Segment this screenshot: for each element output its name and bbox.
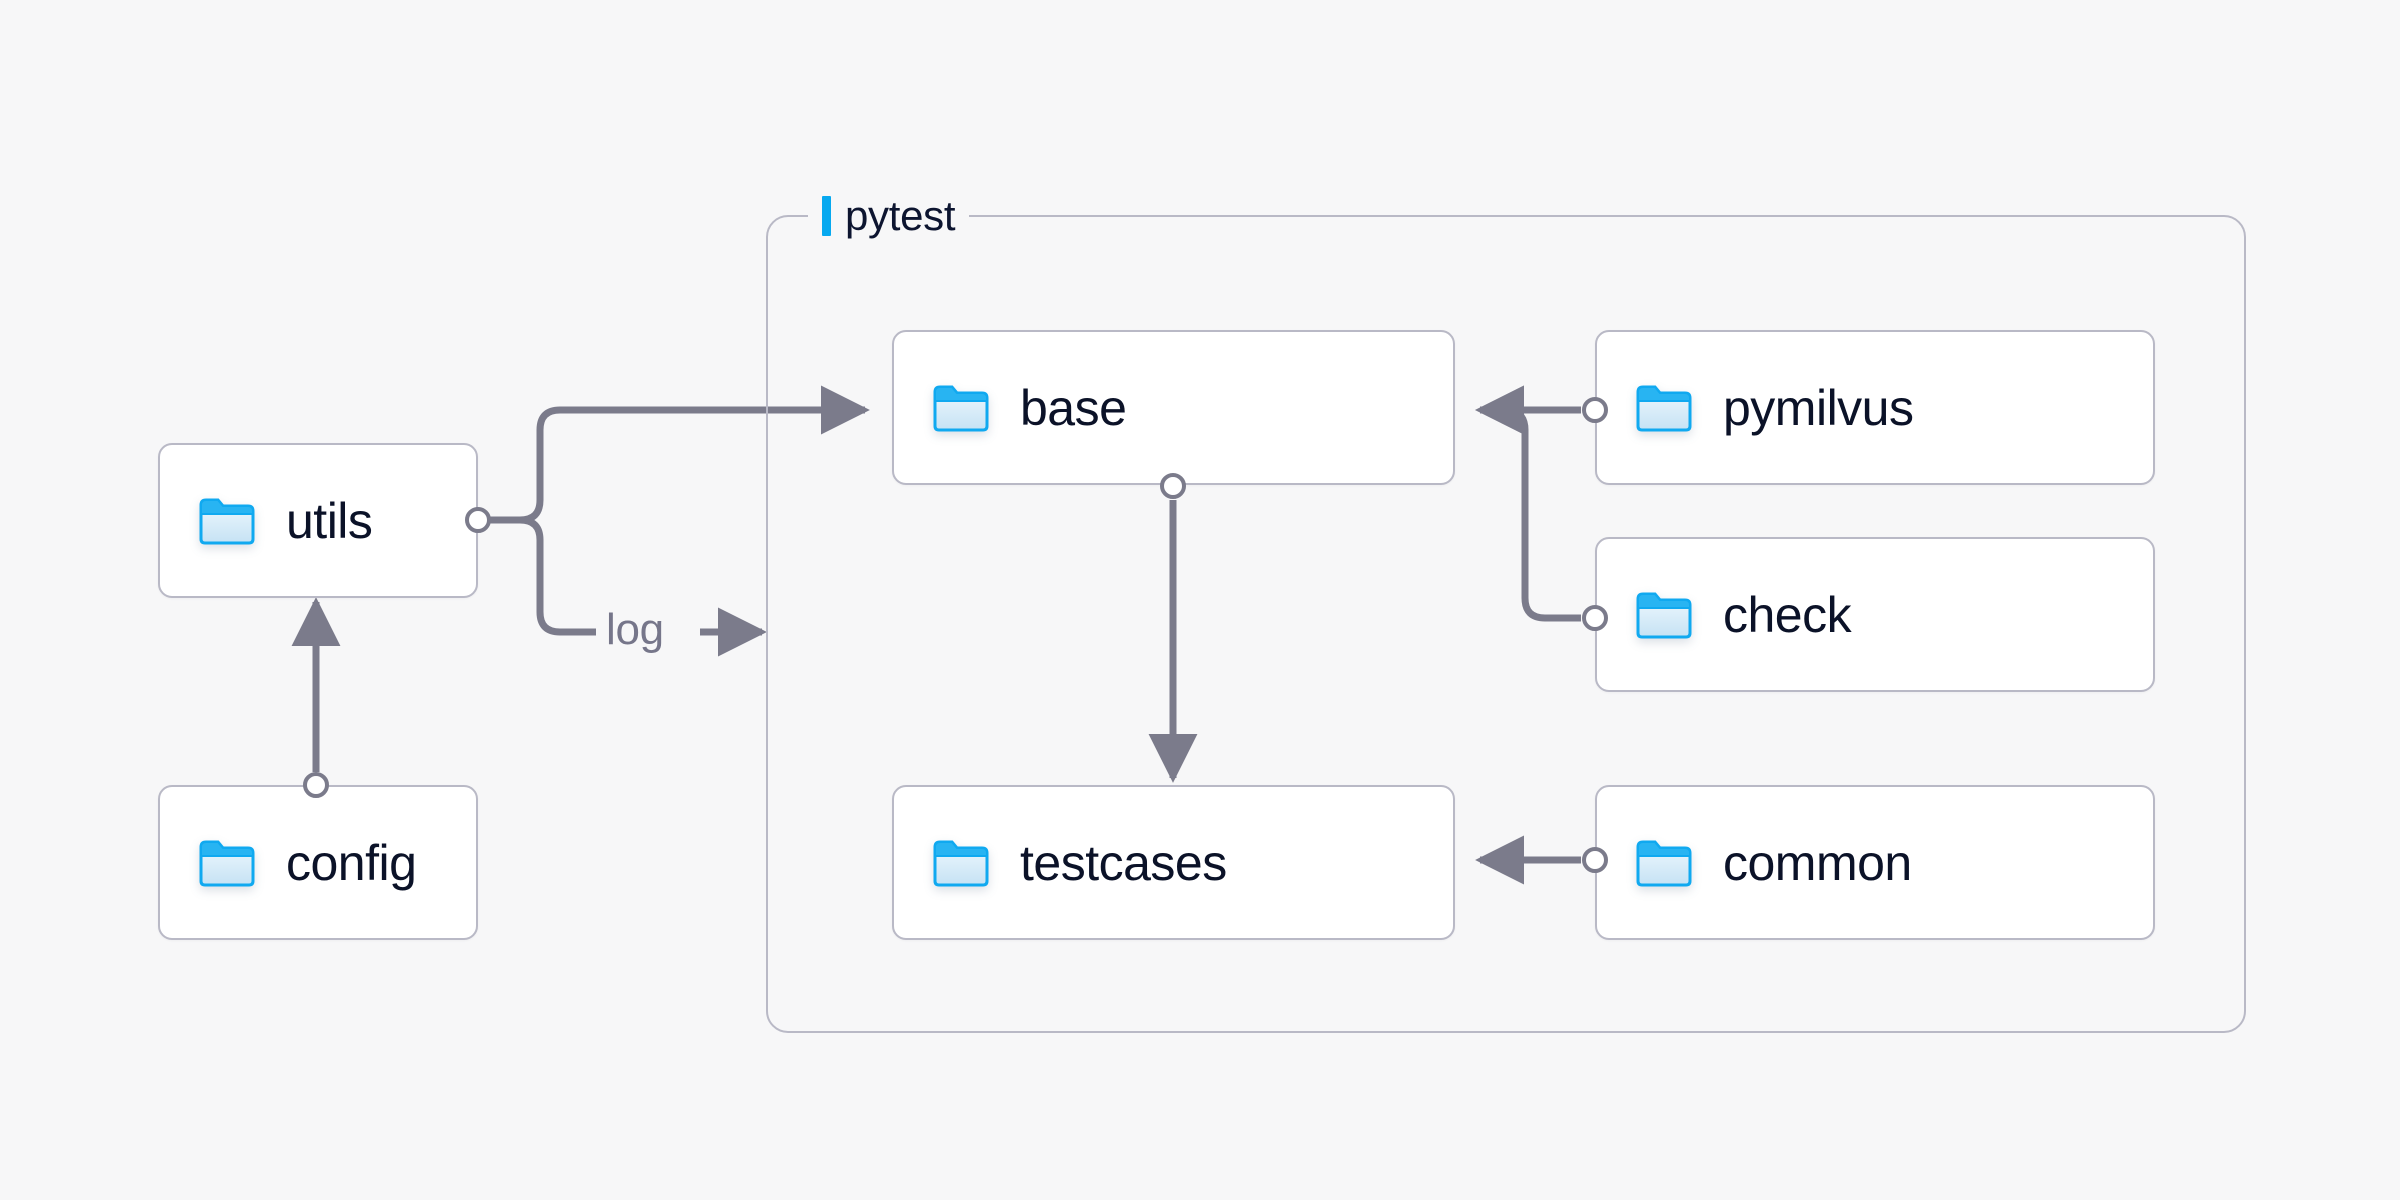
folder-icon <box>198 496 256 546</box>
node-base-label: base <box>1020 379 1127 436</box>
folder-icon <box>1635 590 1693 640</box>
node-testcases[interactable]: testcases <box>892 785 1455 940</box>
node-pymilvus[interactable]: pymilvus <box>1595 330 2155 485</box>
port-pymilvus-left[interactable] <box>1582 397 1608 423</box>
node-common[interactable]: common <box>1595 785 2155 940</box>
group-pytest-title: pytest <box>808 185 970 247</box>
accent-bar-icon <box>822 196 831 236</box>
folder-icon <box>1635 838 1693 888</box>
node-common-label: common <box>1723 834 1912 891</box>
folder-icon <box>932 383 990 433</box>
node-config[interactable]: config <box>158 785 478 940</box>
node-check[interactable]: check <box>1595 537 2155 692</box>
port-check-left[interactable] <box>1582 605 1608 631</box>
node-utils[interactable]: utils <box>158 443 478 598</box>
node-base[interactable]: base <box>892 330 1455 485</box>
port-base-bottom[interactable] <box>1160 473 1186 499</box>
folder-icon <box>932 838 990 888</box>
folder-icon <box>198 838 256 888</box>
node-check-label: check <box>1723 586 1852 643</box>
port-common-left[interactable] <box>1582 847 1608 873</box>
folder-icon <box>1635 383 1693 433</box>
edge-utils-log <box>490 516 596 636</box>
group-pytest[interactable] <box>766 215 2246 1033</box>
edge-label-log: log <box>598 608 672 652</box>
node-utils-label: utils <box>286 492 373 549</box>
port-utils-right[interactable] <box>465 507 491 533</box>
port-config-top[interactable] <box>303 772 329 798</box>
node-testcases-label: testcases <box>1020 834 1227 891</box>
node-config-label: config <box>286 834 417 891</box>
node-pymilvus-label: pymilvus <box>1723 379 1914 436</box>
group-pytest-label: pytest <box>845 192 956 239</box>
